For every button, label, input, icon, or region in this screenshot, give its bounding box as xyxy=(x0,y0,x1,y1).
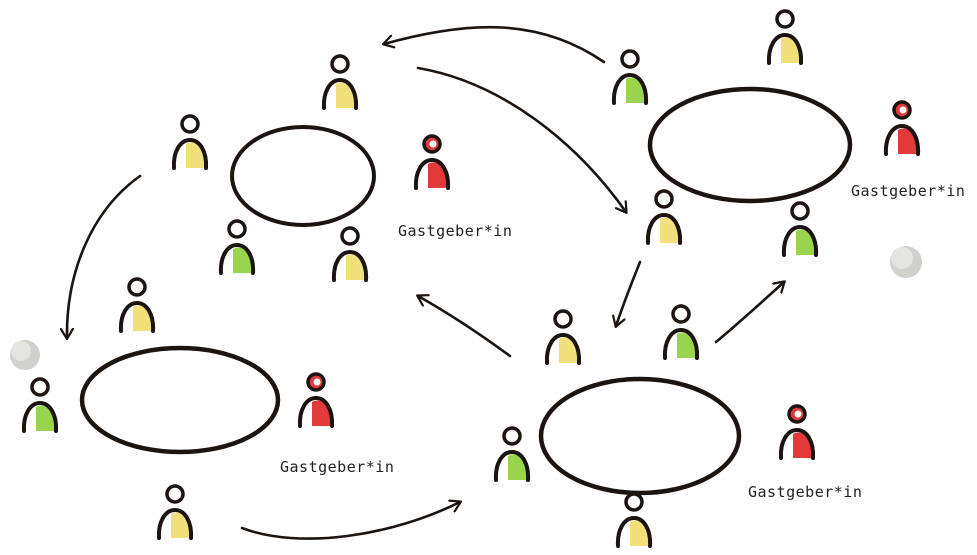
whiteboard-magnet xyxy=(10,340,40,370)
person-icon xyxy=(766,9,804,65)
person-head-highlight xyxy=(313,378,321,386)
host-label-top-right: Gastgeber*in xyxy=(851,182,965,200)
arrow-bottom-right-to-top-left xyxy=(418,296,512,358)
person-head xyxy=(30,377,50,397)
person-head-highlight xyxy=(794,410,802,418)
host-person-icon xyxy=(778,404,816,460)
host-label-bottom-left: Gastgeber*in xyxy=(280,458,394,476)
person-head xyxy=(127,277,147,297)
person-icon xyxy=(493,426,531,482)
person-body xyxy=(413,157,451,190)
person-body xyxy=(766,32,804,65)
arrow-top-right-to-top-left xyxy=(384,25,606,64)
person-body xyxy=(331,249,369,282)
person-icon xyxy=(544,309,582,365)
host-person-icon xyxy=(297,372,335,428)
person-head xyxy=(330,54,350,74)
person-body xyxy=(781,224,819,257)
person-head xyxy=(654,189,674,209)
table-bottom-left xyxy=(79,345,281,455)
person-head-highlight xyxy=(429,140,437,148)
person-head xyxy=(775,9,795,29)
host-label-top-left: Gastgeber*in xyxy=(398,222,512,240)
person-icon xyxy=(218,219,256,275)
host-person-icon xyxy=(413,134,451,190)
host-person-icon xyxy=(883,100,921,156)
person-head-highlight xyxy=(899,106,907,114)
person-head xyxy=(340,226,360,246)
person-icon xyxy=(156,484,194,540)
person-head xyxy=(165,484,185,504)
person-body xyxy=(883,123,921,156)
person-icon xyxy=(611,49,649,105)
person-body xyxy=(156,507,194,540)
person-body xyxy=(218,242,256,275)
person-head xyxy=(624,492,644,512)
person-body xyxy=(21,400,59,433)
person-body xyxy=(778,427,816,460)
person-body xyxy=(493,449,531,482)
person-head xyxy=(180,114,200,134)
person-body xyxy=(171,137,209,170)
person-body xyxy=(645,212,683,245)
person-icon xyxy=(615,492,653,548)
person-icon xyxy=(171,114,209,170)
person-icon xyxy=(321,54,359,110)
table-top-left xyxy=(230,125,376,227)
person-body xyxy=(662,327,700,360)
person-icon xyxy=(645,189,683,245)
person-body xyxy=(297,395,335,428)
person-body xyxy=(321,77,359,110)
person-icon xyxy=(21,377,59,433)
person-icon xyxy=(118,277,156,333)
person-head xyxy=(671,304,691,324)
person-icon xyxy=(781,201,819,257)
table-top-right xyxy=(647,86,853,204)
person-head xyxy=(790,201,810,221)
person-body xyxy=(544,332,582,365)
person-head xyxy=(620,49,640,69)
person-head xyxy=(502,426,522,446)
arrow-top-right-to-bottom-right xyxy=(616,260,642,326)
host-label-bottom-right: Gastgeber*in xyxy=(748,483,862,501)
whiteboard-magnet xyxy=(890,246,922,278)
person-icon xyxy=(662,304,700,360)
person-body xyxy=(615,515,653,548)
arrow-bottom-right-to-top-right xyxy=(714,282,784,344)
person-body xyxy=(118,300,156,333)
person-body xyxy=(611,72,649,105)
arrow-bottom-left-to-bottom-right xyxy=(240,502,460,540)
arrow-top-left-to-bottom-left xyxy=(67,174,142,338)
person-head xyxy=(553,309,573,329)
person-head xyxy=(227,219,247,239)
arrow-top-left-to-top-right xyxy=(416,66,626,212)
table-bottom-right xyxy=(538,376,742,496)
person-icon xyxy=(331,226,369,282)
